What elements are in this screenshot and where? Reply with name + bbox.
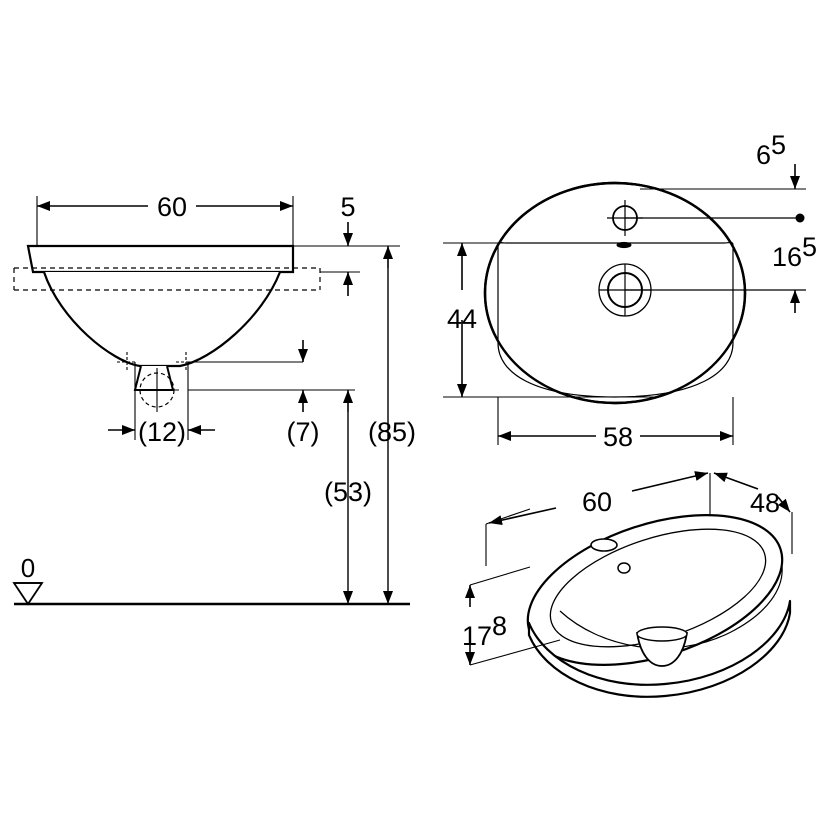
isometric-view-group bbox=[465, 471, 793, 698]
dim-label-65-superscript: 5 bbox=[771, 130, 786, 160]
dim-label-12: (12) bbox=[138, 417, 186, 447]
plan-view-group bbox=[443, 164, 806, 445]
iso-basin-side-body bbox=[527, 599, 792, 698]
iso-overflow-hole bbox=[617, 562, 631, 574]
dim-label-165: 165 bbox=[772, 232, 817, 272]
datum-label-zero: 0 bbox=[21, 553, 35, 583]
dim-label-53: (53) bbox=[324, 477, 372, 507]
dim-label-5: 5 bbox=[340, 192, 355, 222]
iso-dim-178-ext-bottom bbox=[469, 639, 561, 666]
plan-outer-rim-ellipse-overlay bbox=[483, 181, 747, 405]
taphole-detail-group bbox=[108, 352, 215, 440]
iso-dim-60-line-right bbox=[631, 471, 709, 492]
iso-dim-48-line-left bbox=[713, 472, 759, 490]
dim-label-44: 44 bbox=[447, 304, 477, 334]
dim-label-iso-60: 60 bbox=[582, 487, 612, 517]
dim-label-iso-178: 178 bbox=[462, 611, 507, 651]
dim-label-65: 65 bbox=[756, 130, 786, 170]
dim-label-7: (7) bbox=[287, 417, 320, 447]
dim-label-60-section: 60 bbox=[157, 192, 187, 222]
plan-overflow-slot bbox=[616, 241, 632, 249]
iso-dim-178-ext-top bbox=[469, 566, 531, 586]
section-rim-outline bbox=[26, 244, 295, 274]
section-bowl-curve bbox=[42, 270, 282, 368]
iso-drain-collar bbox=[636, 626, 688, 642]
dim-label-165-value: 16 bbox=[772, 242, 802, 272]
datum-triangle-icon bbox=[12, 582, 44, 606]
section-view-group bbox=[12, 196, 410, 606]
iso-dim-60-line-left bbox=[488, 507, 557, 526]
dim-label-iso-178-value: 17 bbox=[462, 621, 492, 651]
dim-label-65-value: 6 bbox=[756, 140, 771, 170]
dim-label-58: 58 bbox=[603, 422, 633, 452]
dim-label-85: (85) bbox=[368, 417, 416, 447]
dim-label-165-superscript: 5 bbox=[802, 232, 817, 262]
dim-label-iso-48: 48 bbox=[750, 488, 780, 518]
iso-bowl-depth-curve bbox=[559, 565, 783, 649]
iso-taphole bbox=[590, 538, 618, 552]
iso-dim-48-line-right bbox=[777, 496, 791, 513]
dim-label-iso-178-superscript: 8 bbox=[492, 611, 507, 641]
